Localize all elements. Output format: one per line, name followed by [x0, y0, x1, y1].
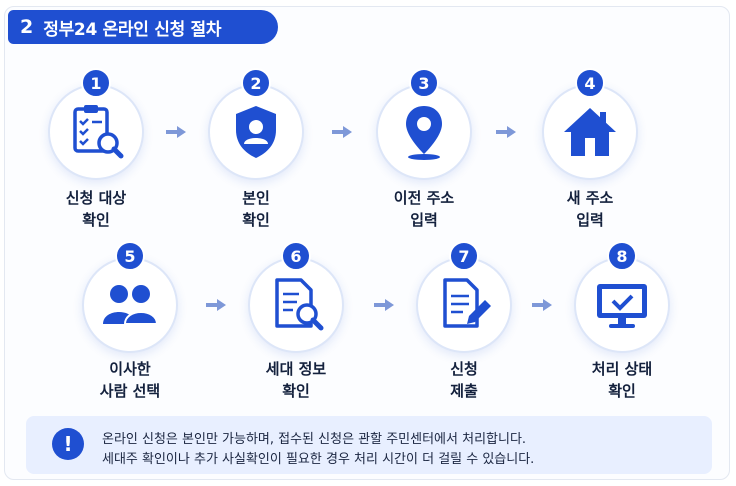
map-pin-icon [406, 106, 442, 160]
step-2-label: 본인 확인 [242, 189, 270, 229]
step-3-circle [376, 84, 472, 180]
step-4-label: 새 주소 입력 [566, 189, 614, 229]
step-5-label: 이사한 사람 선택 [99, 360, 161, 400]
step-3-label: 이전 주소 입력 [393, 189, 455, 229]
step-4-badge: 4 [575, 68, 605, 98]
step-1-label: 신청 대상 확인 [65, 189, 127, 229]
step-8-label: 처리 상태 확인 [591, 360, 653, 400]
step-2-circle [208, 84, 304, 180]
step-6-badge: 6 [281, 241, 311, 271]
step-7-circle [416, 257, 512, 353]
arrow-5-6 [206, 299, 226, 311]
arrow-2-3 [332, 126, 352, 138]
step-2-badge: 2 [241, 68, 271, 98]
exclamation-icon: ! [52, 428, 84, 460]
arrow-1-2 [166, 126, 186, 138]
notice-line-1: 온라인 신청은 본인만 가능하며, 접수된 신청은 관할 주민센터에서 처리합니… [102, 432, 527, 447]
step-7-badge: 7 [449, 241, 479, 271]
arrow-6-7 [374, 299, 394, 311]
step-5-badge: 5 [115, 241, 145, 271]
house-icon [564, 108, 616, 156]
checklist-search-icon [73, 105, 124, 159]
notice-line-2: 세대주 확인이나 추가 사실확인이 필요한 경우 처리 시간이 더 걸릴 수 있… [102, 452, 535, 467]
step-1-circle [48, 84, 144, 180]
section-number: 2 [20, 16, 34, 38]
step-7-label: 신청 제출 [450, 360, 478, 400]
step-3-badge: 3 [409, 68, 439, 98]
step-6-label: 세대 정보 확인 [265, 360, 327, 400]
step-8-circle [574, 257, 670, 353]
step-1-badge: 1 [81, 68, 111, 98]
step-6-circle [248, 257, 344, 353]
shield-user-icon [236, 106, 276, 158]
step-5-circle [82, 257, 178, 353]
people-icon [103, 285, 159, 325]
step-8-badge: 8 [607, 241, 637, 271]
arrow-3-4 [496, 126, 516, 138]
step-4-circle [542, 84, 638, 180]
monitor-check-icon [597, 284, 647, 328]
document-search-icon [275, 278, 324, 331]
document-pencil-icon [443, 278, 491, 328]
section-title: 정부24 온라인 신청 절차 [43, 19, 222, 40]
notice-box: ! 온라인 신청은 본인만 가능하며, 접수된 신청은 관할 주민센터에서 처리… [26, 416, 712, 474]
section-header: 2 정부24 온라인 신청 절차 [8, 10, 278, 44]
arrow-7-8 [532, 299, 552, 311]
